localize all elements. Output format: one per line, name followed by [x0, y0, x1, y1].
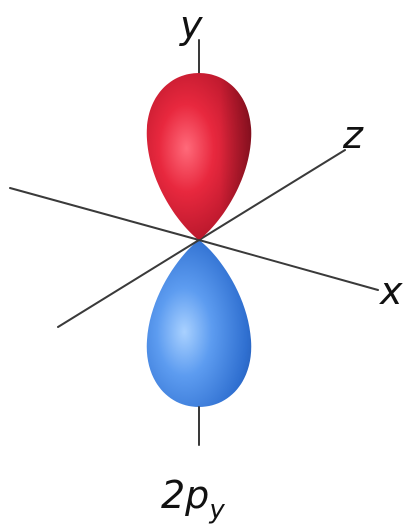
z-axis-back — [198, 149, 346, 241]
y-axis-label: y — [179, 3, 203, 47]
positive-lobe-shade — [146, 73, 252, 240]
z-axis-label: z — [342, 113, 364, 157]
negative-lobe — [146, 240, 252, 407]
x-axis-back — [9, 187, 200, 241]
x-axis-front — [198, 239, 379, 291]
orbital-caption: 2py — [161, 473, 225, 525]
x-axis-label: x — [379, 269, 403, 313]
z-axis-front — [57, 239, 200, 328]
orbital-caption-main: 2p — [161, 473, 209, 517]
orbital-caption-subscript: y — [208, 495, 225, 525]
